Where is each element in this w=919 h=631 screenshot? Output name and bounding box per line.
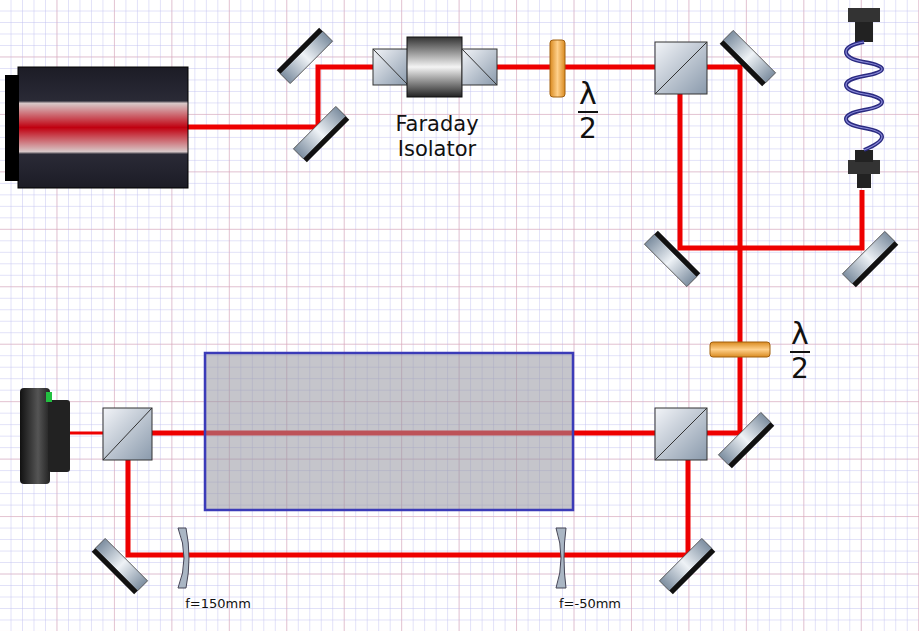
part-name: Faraday Isolator <box>372 112 502 162</box>
focal-length: f=150mm <box>185 596 251 612</box>
waveplate-label: 2 <box>791 352 809 386</box>
waveplate-label: 2 <box>579 112 597 146</box>
focal-length: f=-50mm <box>559 596 621 612</box>
waveplate-label: λ <box>579 76 597 112</box>
waveplate-label: λ <box>791 316 809 352</box>
